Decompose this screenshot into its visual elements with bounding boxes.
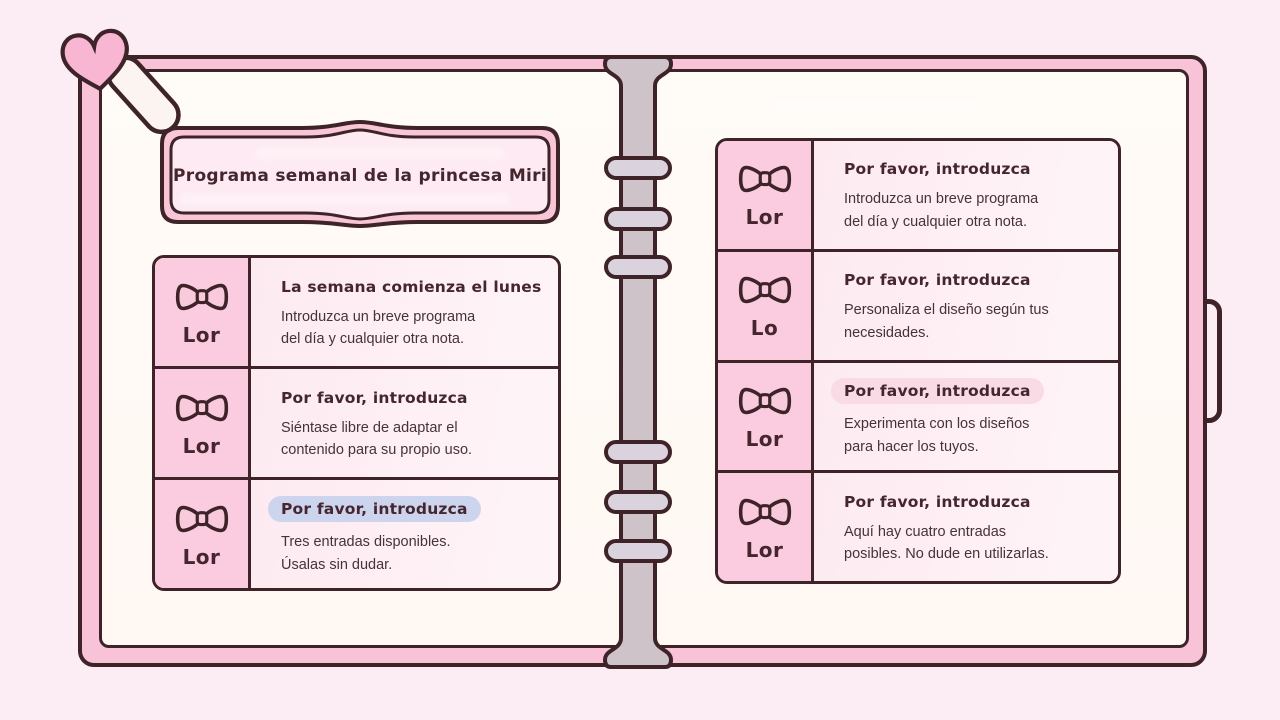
bow-icon: [175, 394, 228, 421]
table-row: Lor Por favor, introduzca Introduzca un …: [718, 141, 1118, 249]
card-label-cell: Lor: [718, 362, 814, 471]
page-texture-streak: [180, 193, 510, 205]
card-heading-highlighted: Por favor, introduzca: [831, 378, 1044, 405]
card-body-text: Personaliza el diseño según tus necesida…: [844, 302, 1049, 341]
table-row: Lor La semana comienza el lunes Introduz…: [155, 258, 558, 366]
card-body-cell: Por favor, introduzca Introduzca un brev…: [814, 141, 1118, 249]
card-label: Lor: [182, 322, 221, 347]
card-label-cell: Lo: [718, 251, 814, 360]
left-page-card-table: Lor La semana comienza el lunes Introduz…: [152, 255, 561, 591]
card-label: Lor: [182, 433, 221, 458]
bow-icon: [738, 276, 791, 304]
card-heading: Por favor, introduzca: [281, 388, 468, 407]
card-body-text: Tres entradas disponibles. Úsalas sin du…: [281, 534, 451, 573]
bow-icon: [738, 166, 791, 193]
card-heading: Por favor, introduzca: [844, 271, 1031, 290]
binder-ring: [604, 156, 672, 180]
heart-pin-icon: [60, 28, 181, 135]
card-body-text: Siéntase libre de adaptar el contenido p…: [281, 419, 473, 458]
table-row: Lor Por favor, introduzca Tres entradas …: [155, 477, 558, 588]
card-body-cell: Por favor, introduzca Experimenta con lo…: [814, 362, 1118, 471]
right-page-card-table: Lor Por favor, introduzca Introduzca un …: [715, 138, 1121, 584]
card-label: Lo: [750, 316, 779, 341]
table-row: Lor Por favor, introduzca Experimenta co…: [718, 359, 1118, 471]
table-row: Lor Por favor, introduzca Aquí hay cuatr…: [718, 470, 1118, 581]
binder-spine: [602, 55, 674, 669]
card-label: Lor: [745, 426, 784, 451]
card-label: Lor: [745, 537, 784, 562]
banner-inner-panel: [169, 128, 551, 221]
binder-ring: [604, 490, 672, 514]
bow-icon: [738, 498, 791, 525]
bow-icon: [175, 283, 228, 310]
table-row: Lor Por favor, introduzca Siéntase libre…: [155, 366, 558, 477]
card-body-text: Experimenta con los diseños para hacer l…: [844, 416, 1030, 455]
heart-shape: [60, 28, 129, 92]
bow-icon: [175, 505, 228, 532]
card-heading: Por favor, introduzca: [844, 160, 1031, 179]
bow-icon: [738, 387, 791, 415]
binder-ring: [604, 440, 672, 464]
card-label-cell: Lor: [718, 141, 814, 249]
card-heading-highlighted: Por favor, introduzca: [268, 496, 481, 523]
card-body-cell: La semana comienza el lunes Introduzca u…: [251, 258, 558, 366]
table-row: Lo Por favor, introduzca Personaliza el …: [718, 248, 1118, 360]
binder-ring: [604, 255, 672, 279]
binder-ring: [604, 539, 672, 563]
card-label-cell: Lor: [718, 473, 814, 581]
page-texture-streak: [255, 147, 505, 160]
page-title: Programa semanal de la princesa Miri: [173, 166, 547, 186]
card-label-cell: Lor: [155, 258, 251, 366]
card-heading: Por favor, introduzca: [844, 492, 1031, 511]
card-body-text: Aquí hay cuatro entradas posibles. No du…: [844, 523, 1049, 563]
binder-ring: [604, 207, 672, 231]
card-body-cell: Por favor, introduzca Aquí hay cuatro en…: [814, 473, 1118, 581]
card-heading: La semana comienza el lunes: [281, 277, 542, 296]
card-body-cell: Por favor, introduzca Tres entradas disp…: [251, 480, 558, 588]
card-body-cell: Por favor, introduzca Siéntase libre de …: [251, 369, 558, 477]
title-banner-frame: [160, 119, 560, 229]
card-body-text: Introduzca un breve programa del día y c…: [281, 308, 476, 347]
card-body-cell: Por favor, introduzca Personaliza el dis…: [814, 251, 1118, 360]
binder-rings-icon: [602, 55, 674, 669]
card-body-text: Introduzca un breve programa del día y c…: [844, 191, 1039, 230]
card-label: Lor: [745, 205, 784, 230]
card-label-cell: Lor: [155, 480, 251, 588]
card-label-cell: Lor: [155, 369, 251, 477]
page-texture-streak: [770, 100, 980, 110]
card-label: Lor: [182, 544, 221, 569]
